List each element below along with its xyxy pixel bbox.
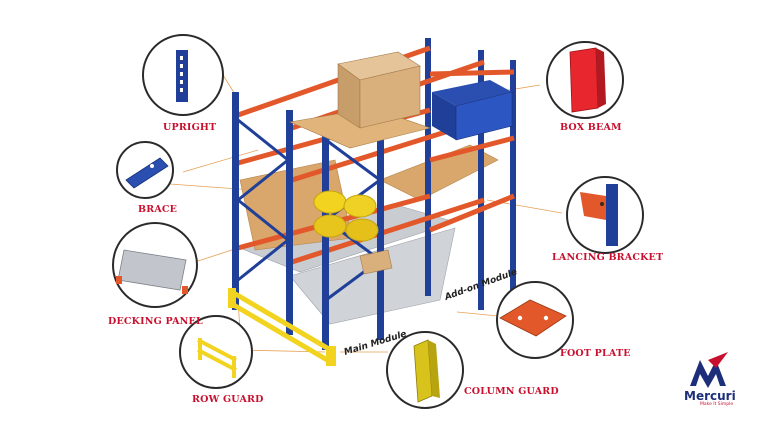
foot-plate-label: FOOT PLATE xyxy=(560,348,631,359)
lancing-bracket-callout xyxy=(566,176,644,254)
brand-name: Mercuri xyxy=(684,389,736,403)
lancing-bracket-label: LANCING BRACKET xyxy=(552,252,664,263)
brace-label: BRACE xyxy=(138,204,178,215)
column-guard-callout xyxy=(386,331,464,409)
box-beam-callout xyxy=(546,41,624,119)
upright-callout xyxy=(142,34,224,116)
mercuri-logo-icon xyxy=(690,352,728,388)
upright-holes-icon xyxy=(180,56,183,92)
brace-profile-icon xyxy=(125,157,169,189)
decking-panel-label: DECKING PANEL xyxy=(108,316,203,327)
decking-panel-callout xyxy=(112,222,198,308)
bracket-icon xyxy=(580,192,606,220)
box-beam-label: BOX BEAM xyxy=(560,122,622,133)
wire-container xyxy=(432,80,512,106)
steel-deck-front xyxy=(289,227,456,325)
drums xyxy=(313,190,379,242)
row-guard-rail xyxy=(230,289,336,367)
small-box xyxy=(359,249,393,275)
row-guard-label: ROW GUARD xyxy=(192,394,264,405)
brand-tagline: Make It Simple xyxy=(700,402,734,407)
foot-plate-icon xyxy=(499,299,567,337)
decking-panel-icon xyxy=(117,249,187,291)
upright-label: UPRIGHT xyxy=(163,122,217,133)
column-guard-label: COLUMN GUARD xyxy=(464,386,559,397)
box-beam-icon xyxy=(569,47,599,113)
foot-plate-callout xyxy=(496,281,574,359)
brace-callout xyxy=(116,141,174,199)
row-guard-callout xyxy=(179,315,253,389)
front-uprights xyxy=(232,92,384,350)
row-guard-icon xyxy=(197,338,237,378)
upright-section-icon xyxy=(606,184,618,246)
back-uprights xyxy=(425,38,516,310)
